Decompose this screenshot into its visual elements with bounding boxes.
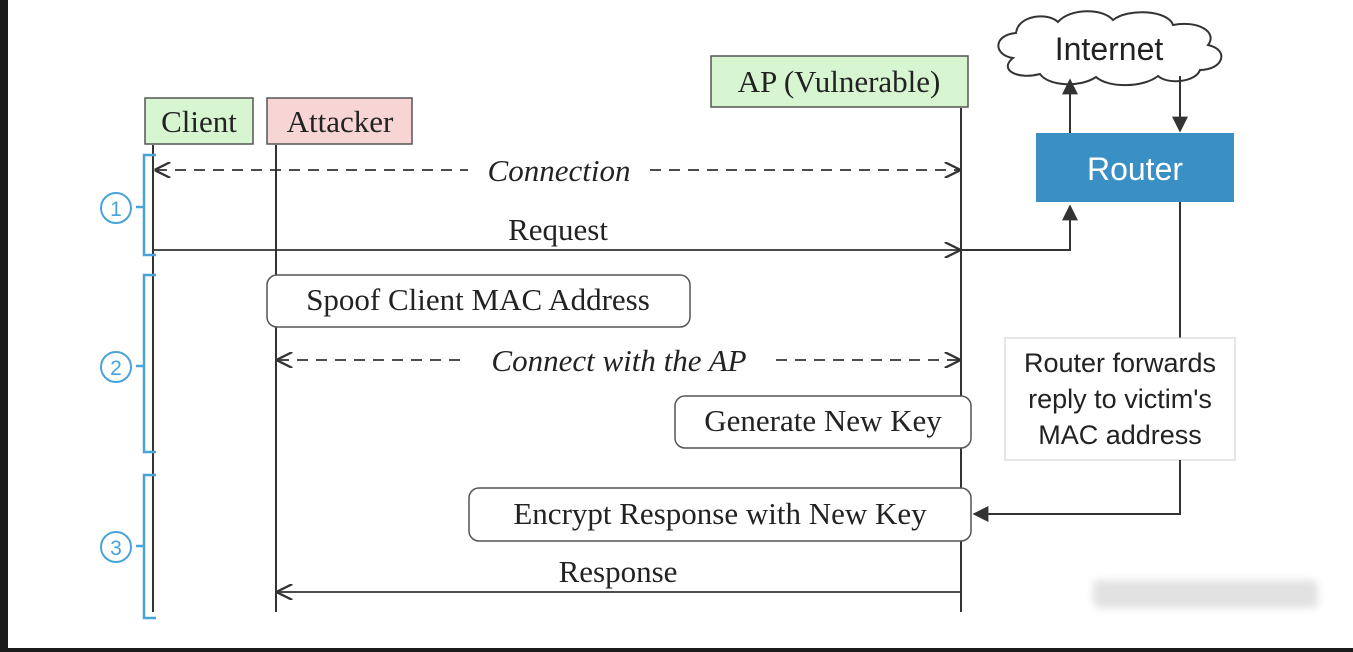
router-note-line-1: Router forwards [1024,348,1216,378]
encrypt-response-label: Encrypt Response with New Key [513,496,927,531]
internet-cloud: Internet [997,10,1223,87]
encrypt-response-action: Encrypt Response with New Key [468,487,972,542]
diagram-canvas: Client Attacker AP (Vulnerable) Internet… [8,0,1353,648]
router-note-line-3: MAC address [1038,420,1202,450]
ap-participant: AP (Vulnerable) [710,55,969,108]
phase-2-bracket: 2 [100,273,156,454]
phase-1-number: 1 [110,198,122,221]
router-node: Router [1036,133,1234,202]
generate-key-action: Generate New Key [674,395,972,449]
connect-ap-message: Connect with the AP [278,343,959,378]
attacker-label: Attacker [287,104,394,139]
connection-message: Connection [156,153,959,188]
ap-label: AP (Vulnerable) [738,64,941,99]
generate-key-label: Generate New Key [704,403,942,438]
phase-1-bracket: 1 [100,153,156,257]
spoof-mac-label: Spoof Client MAC Address [306,282,650,317]
internet-label: Internet [1055,31,1164,67]
sequence-diagram: Client Attacker AP (Vulnerable) Internet… [100,10,1318,620]
phase-2-number: 2 [110,357,122,380]
connection-label: Connection [488,153,631,188]
request-message: Request [153,204,1078,250]
spoof-mac-action: Spoof Client MAC Address [266,274,691,328]
client-participant: Client [144,97,254,145]
router-note-line-2: reply to victim's [1028,384,1212,414]
response-label: Response [559,554,678,589]
attacker-participant: Attacker [266,97,413,145]
blurred-watermark [1093,580,1318,608]
response-message: Response [278,554,961,592]
request-label: Request [508,212,608,247]
client-label: Client [161,104,237,139]
phase-3-bracket: 3 [100,473,156,620]
router-forwards-note: Router forwards reply to victim's MAC ad… [972,202,1236,522]
connect-ap-label: Connect with the AP [491,343,746,378]
router-label: Router [1087,151,1183,187]
phase-3-number: 3 [110,537,122,560]
